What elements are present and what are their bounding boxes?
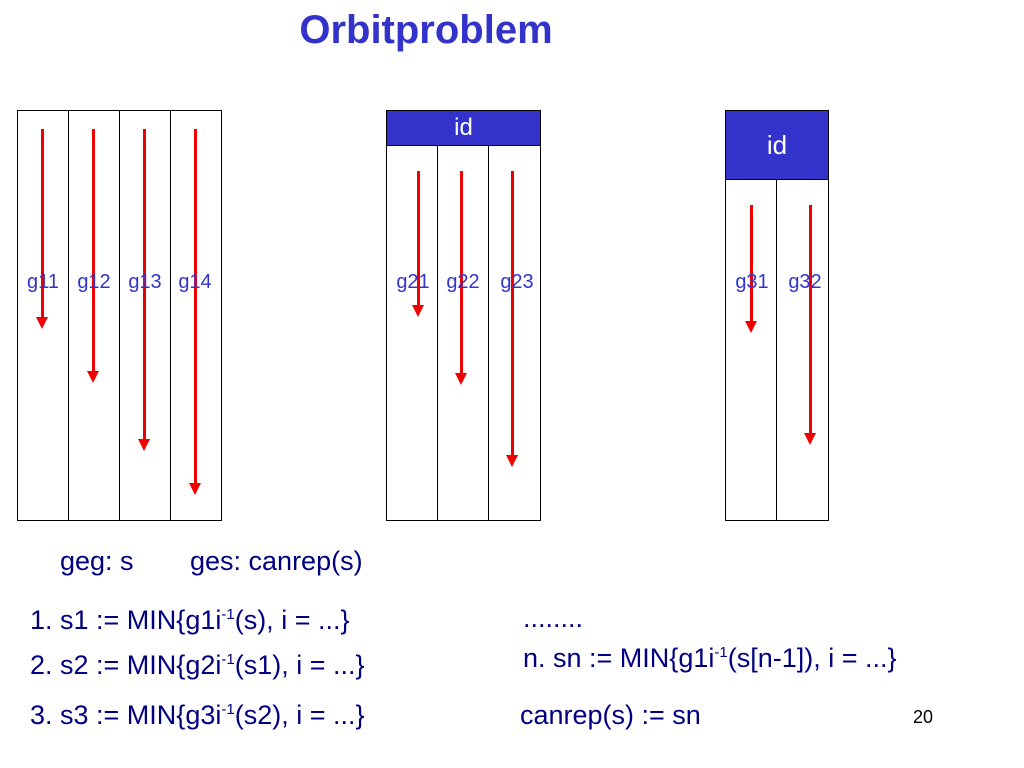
column-divider xyxy=(776,179,777,520)
orbit-panel-1: g11 g12 g13 g14 xyxy=(17,110,222,521)
given-label: geg: s xyxy=(60,546,134,576)
orbit-arrow xyxy=(455,171,467,385)
column-divider xyxy=(437,145,438,520)
orbit-panel-2: id g21 g22 g23 xyxy=(386,110,541,521)
step-3-formula: 3. s3 := MIN{g3i-1(s2), i = ...} xyxy=(30,700,365,730)
slide-title: Orbitproblem xyxy=(299,8,553,52)
column-divider xyxy=(488,145,489,520)
orbit-arrow xyxy=(804,205,816,445)
identity-header: id xyxy=(726,111,828,180)
step-1-formula: 1. s1 := MIN{g1i-1(s), i = ...} xyxy=(30,605,350,635)
column-divider xyxy=(170,111,171,520)
orbit-arrow xyxy=(506,171,518,467)
orbit-arrow xyxy=(412,171,424,317)
identity-header: id xyxy=(387,111,540,146)
generator-label-g21: g21 xyxy=(396,271,430,293)
orbit-arrow xyxy=(36,129,48,329)
generator-label-g13: g13 xyxy=(128,271,162,293)
generator-label-g12: g12 xyxy=(77,271,111,293)
orbit-arrow xyxy=(189,129,201,495)
column-divider xyxy=(68,111,69,520)
orbit-arrow xyxy=(87,129,99,383)
step-2-formula: 2. s2 := MIN{g2i-1(s1), i = ...} xyxy=(30,650,365,680)
generator-label-g23: g23 xyxy=(500,271,534,293)
page-number: 20 xyxy=(913,707,934,727)
orbit-panel-3: id g31 g32 xyxy=(725,110,829,521)
ellipsis-dots: ........ xyxy=(523,603,584,633)
generator-label-g14: g14 xyxy=(178,271,212,293)
result-formula: canrep(s) := sn xyxy=(520,700,701,730)
orbit-arrow xyxy=(138,129,150,451)
generator-label-g31: g31 xyxy=(735,271,769,293)
column-divider xyxy=(119,111,120,520)
orbit-arrow xyxy=(745,205,757,333)
generator-label-g11: g11 xyxy=(27,271,59,293)
sought-label: ges: canrep(s) xyxy=(190,546,363,576)
generator-label-g22: g22 xyxy=(446,271,480,293)
step-n-formula: n. sn := MIN{g1i-1(s[n-1]), i = ...} xyxy=(523,643,897,673)
generator-label-g32: g32 xyxy=(788,271,822,293)
